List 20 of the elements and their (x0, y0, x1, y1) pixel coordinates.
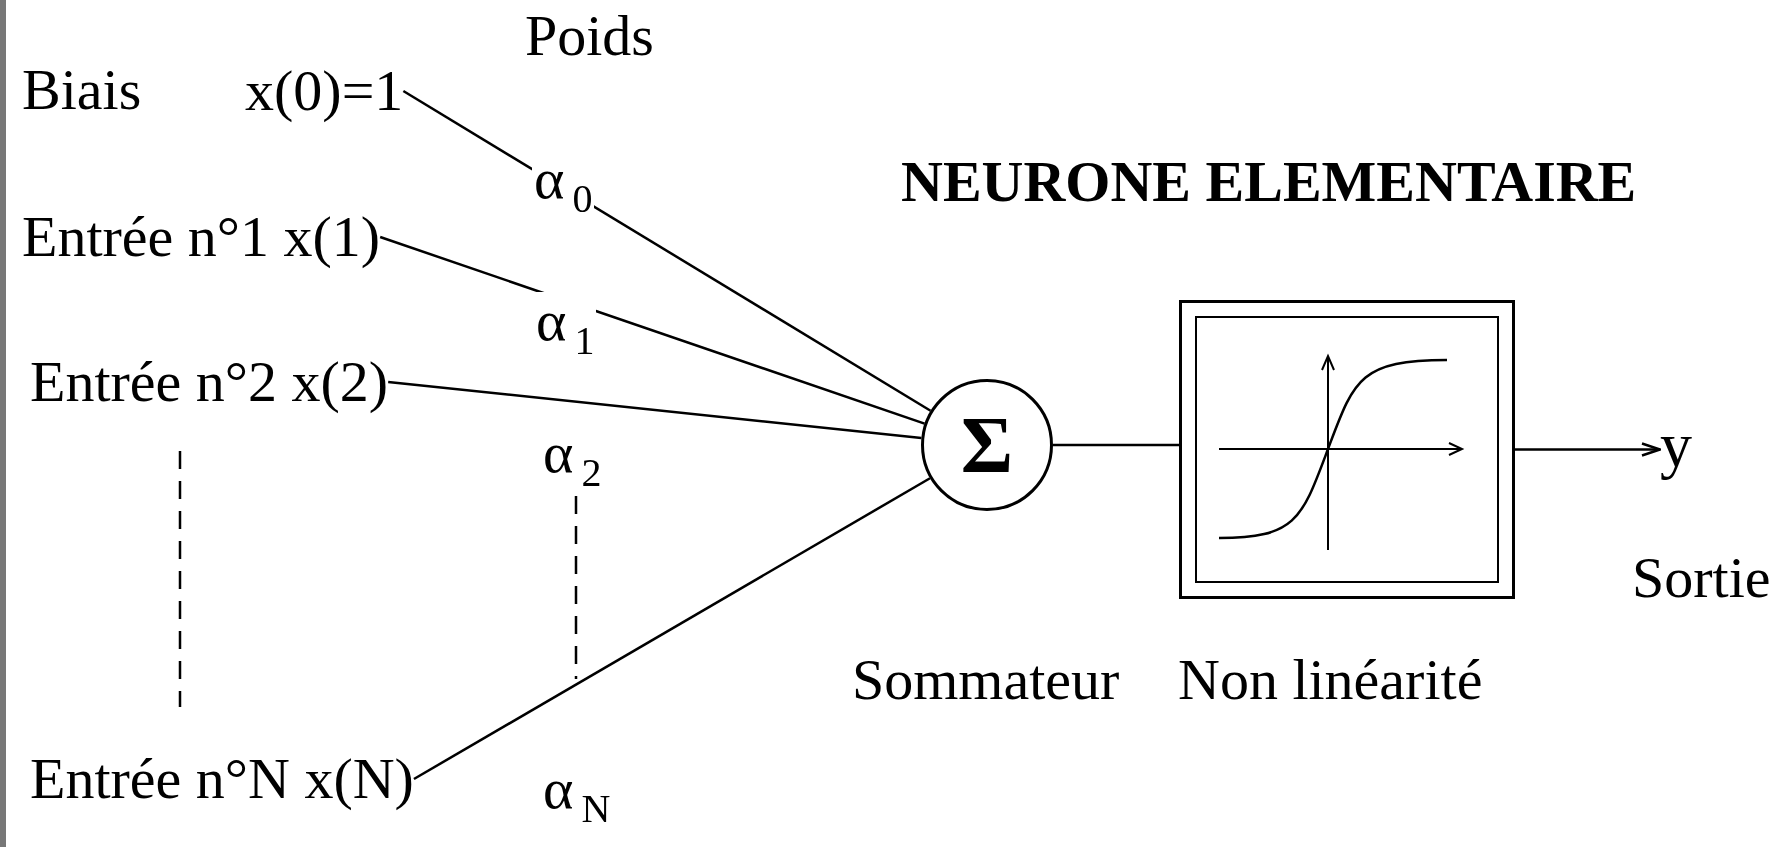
connector-line (413, 477, 931, 781)
connector-line (379, 235, 925, 425)
connector-line (1053, 443, 1179, 447)
diagram-title: NEURONE ELEMENTAIRE (901, 150, 1637, 214)
node-caption: Non linéarité (1178, 648, 1483, 712)
input-label: Entrée n°1 x(1) (22, 205, 381, 269)
input-label: Entrée n°2 x(2) (30, 350, 389, 414)
node-caption: Biais (22, 58, 142, 122)
summator-caption: Sommateur (852, 648, 1120, 712)
connector-line (388, 380, 922, 440)
node-caption: Sortie (1632, 546, 1771, 610)
input-label: Entrée n°N x(N) (30, 747, 414, 811)
connector-line (402, 89, 932, 412)
arrow (1515, 442, 1662, 457)
sigma-symbol: Σ (960, 401, 1014, 489)
summation-circle (921, 379, 1053, 511)
output-label: y (1660, 409, 1692, 481)
weights-heading: Poids (525, 4, 654, 68)
function-box (1179, 300, 1515, 599)
input-label: x(0)=1 (245, 59, 404, 123)
